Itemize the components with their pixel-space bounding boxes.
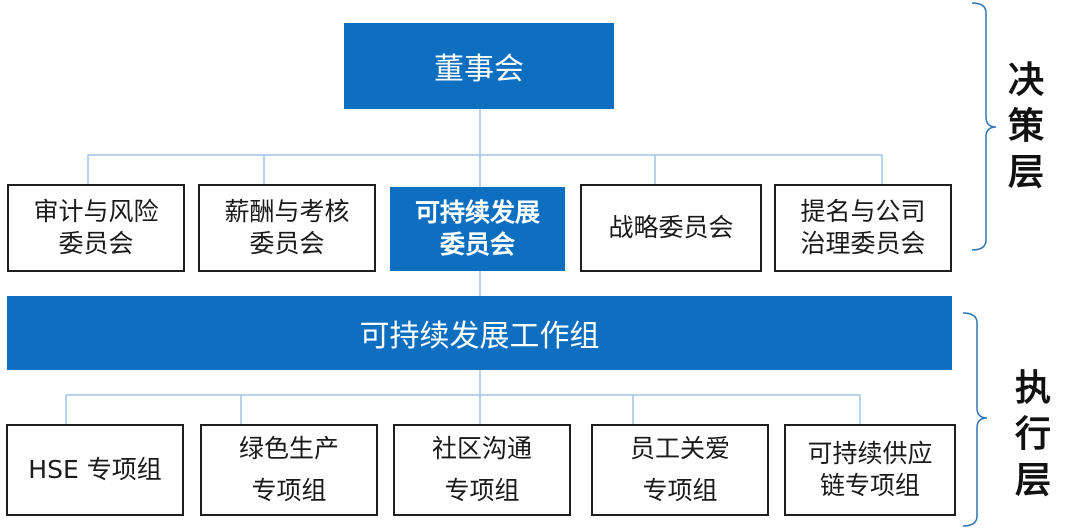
committee-sustainability: 可持续发展 委员会 [390,187,565,271]
board-label: 董事会 [434,52,524,87]
task-group-employee-care: 员工关爱 专项组 [591,424,769,516]
working-group-label: 可持续发展工作组 [359,319,600,354]
execution-layer-label: 执 行 层 [1014,368,1051,501]
committee-label: 薪酬与考核 委员会 [224,197,350,258]
task-group-green-production: 绿色生产 专项组 [200,424,378,516]
board-box: 董事会 [344,23,614,109]
decision-layer-label: 决 策 层 [1007,60,1044,193]
committee-audit-risk: 审计与风险 委员会 [7,184,185,272]
task-group-label: 社区沟通 专项组 [431,434,532,505]
working-group-box: 可持续发展工作组 [7,296,952,370]
task-group-label: HSE 专项组 [28,455,162,484]
committee-label: 审计与风险 委员会 [33,197,159,258]
task-group-label: 绿色生产 专项组 [238,434,339,505]
task-group-community: 社区沟通 专项组 [393,424,571,516]
task-group-label: 可持续供应 链专项组 [807,439,933,500]
task-group-hse: HSE 专项组 [6,424,184,516]
committee-label: 可持续发展 委员会 [414,198,540,259]
committee-label: 提名与公司 治理委员会 [800,197,926,258]
committee-label: 战略委员会 [608,213,734,242]
committee-nomination-governance: 提名与公司 治理委员会 [774,184,952,272]
task-group-label: 员工关爱 专项组 [629,434,730,505]
task-group-supply-chain: 可持续供应 链专项组 [784,424,956,516]
committee-strategy: 战略委员会 [580,184,762,272]
bracket-lines [962,2,997,527]
committee-remuneration: 薪酬与考核 委员会 [198,184,376,272]
